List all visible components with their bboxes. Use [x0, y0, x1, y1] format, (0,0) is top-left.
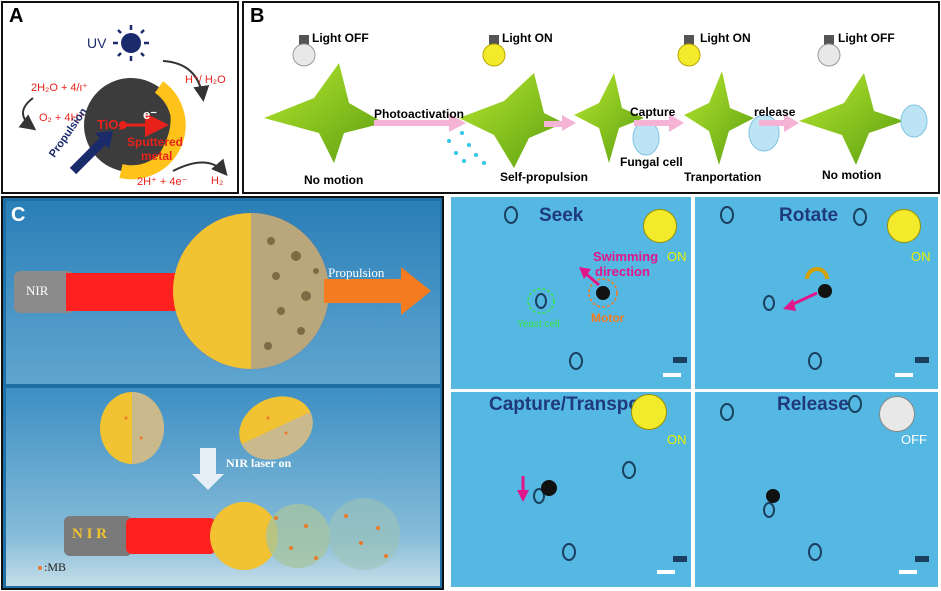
- panel-c: NIR Propulsion C NIR laser on N I R :M: [1, 196, 444, 590]
- h-water-label: H⁺/ H₂O: [185, 74, 226, 86]
- janus-particle-2: [239, 396, 313, 460]
- nir-source: [14, 271, 74, 313]
- panel-c-top-scene: NIR Propulsion: [6, 201, 440, 384]
- panel-b-diagram: [264, 35, 928, 168]
- janus-porous-half: [251, 213, 329, 369]
- tio2-label: TiO₂: [97, 117, 125, 132]
- bulb-on-icon: [631, 394, 667, 430]
- photoactivation-label: Photoactivation: [374, 107, 465, 121]
- panel-a-label: A: [9, 5, 24, 27]
- bulb-on-icon: [482, 35, 506, 67]
- micrograph-capture: Capture/Transport ON: [451, 392, 691, 587]
- mb-legend-label: :MB: [44, 560, 67, 574]
- rotate-arc: [805, 267, 829, 280]
- scale-bar: [895, 373, 913, 377]
- swimming-label-2: direction: [595, 264, 650, 279]
- rotate-status: ON: [911, 249, 931, 264]
- nir-beam-bottom: [126, 518, 216, 554]
- light-off-label-1: Light OFF: [312, 31, 369, 45]
- nir-top-label: NIR: [26, 283, 49, 298]
- crystal-3: [574, 73, 644, 163]
- reaction-left-bottom: O₂ + 4H⁺: [39, 112, 85, 124]
- bulb-on-icon: [887, 209, 921, 243]
- panel-c-bottom-scene: NIR laser on N I R :MB: [6, 388, 440, 586]
- light-on-label-2: Light ON: [700, 31, 751, 45]
- reaction-left-top: 2H₂O + 4/ι⁺: [31, 82, 88, 94]
- release-title: Release: [777, 394, 849, 415]
- no-motion-label-1: No motion: [304, 173, 364, 187]
- panel-a: A UV 2H₂O + 4: [1, 1, 239, 194]
- micrograph-seek: Seek ON Swimming direction Yeast cell Mo…: [451, 197, 691, 389]
- janus-particle-3: [210, 502, 278, 570]
- panel-b-label: B: [250, 5, 265, 27]
- h2-label: H₂: [211, 175, 224, 187]
- bulb-off-icon: [817, 35, 841, 67]
- swimming-direction-arrow: [579, 267, 591, 279]
- light-on-label-1: Light ON: [502, 31, 553, 45]
- self-propulsion-label: Self-propulsion: [500, 170, 588, 184]
- electron-label: e⁻: [143, 107, 158, 122]
- nir-beam: [66, 273, 176, 311]
- nir-on-arrow: [200, 448, 216, 474]
- release-status: OFF: [901, 432, 927, 447]
- release-label: release: [754, 105, 796, 119]
- capture-status: ON: [667, 432, 687, 447]
- capture-title: Capture/Transport: [489, 394, 654, 415]
- swimming-label-1: Swimming: [593, 249, 659, 264]
- yeast-cell: [535, 293, 547, 309]
- mb-cloud-2: [328, 498, 400, 570]
- nir-bottom-label: N I R: [72, 526, 108, 542]
- propulsion-label-c: Propulsion: [328, 265, 385, 280]
- crystal-4: [684, 71, 754, 165]
- pores: [264, 237, 319, 350]
- micrograph-rotate: Rotate ON: [695, 197, 938, 389]
- no-motion-label-2: No motion: [822, 168, 882, 182]
- bulb-on-icon: [643, 209, 677, 243]
- fungal-cell-icon: [632, 120, 660, 156]
- fungal-cell-label: Fungal cell: [620, 155, 683, 169]
- seek-title: Seek: [539, 205, 584, 226]
- rotate-title: Rotate: [779, 205, 839, 226]
- metal-label: metal: [141, 149, 173, 163]
- crystal-5: [799, 73, 904, 165]
- bulb-off-icon: [879, 396, 915, 432]
- nir-laser-on-label: NIR laser on: [226, 456, 292, 470]
- process-arrows: [374, 114, 799, 132]
- light-off-label-2: Light OFF: [838, 31, 895, 45]
- bulb-off-icon: [292, 35, 316, 67]
- panel-a-diagram: [18, 25, 228, 180]
- crystal-2: [459, 73, 564, 168]
- transportation-label: Tranportation: [684, 170, 762, 184]
- scale-bar: [663, 373, 681, 377]
- seek-status: ON: [667, 249, 687, 264]
- mb-legend-dot: [38, 566, 42, 570]
- capture-label: Capture: [630, 105, 676, 119]
- sun-icon: [113, 25, 149, 61]
- yeast-label: Yeast cell: [517, 319, 560, 330]
- fungal-cell-icon: [900, 104, 928, 138]
- scale-bar: [657, 570, 675, 574]
- bulb-on-icon: [677, 35, 701, 67]
- crystal-1: [264, 63, 384, 163]
- nir-source-bottom: [64, 516, 132, 556]
- propulsion-arrow: [324, 267, 431, 315]
- mb-molecules: [124, 416, 388, 560]
- panel-b: B Light OFF Light ON Light ON Ligh: [242, 1, 940, 194]
- uv-label: UV: [87, 35, 107, 51]
- panel-c-label: C: [11, 204, 26, 226]
- reaction-right: 2H⁺ + 4e⁻: [137, 176, 188, 188]
- motor: [596, 286, 610, 300]
- motor-label: Motor: [591, 311, 625, 325]
- janus-gold-half: [173, 213, 251, 369]
- mb-cloud-1: [266, 504, 330, 568]
- scale-bar: [899, 570, 917, 574]
- sputtered-label: Sputtered: [127, 135, 184, 149]
- micrograph-release: Release OFF: [695, 392, 938, 587]
- transport-arrow: [517, 490, 529, 502]
